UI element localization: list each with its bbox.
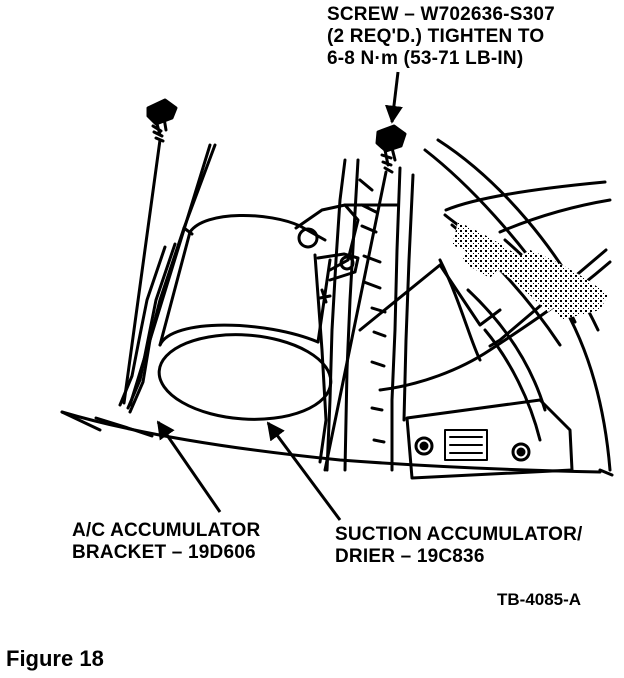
drier-leader-arrow xyxy=(266,421,342,521)
support-members xyxy=(313,158,415,472)
screw-callout: SCREW – W702636-S307 (2 REQ'D.) TIGHTEN … xyxy=(327,4,555,70)
fan-motor-hatch xyxy=(452,222,608,320)
drier-callout-line-2: DRIER – 19C836 xyxy=(335,546,485,567)
bracket-callout-line-1: A/C ACCUMULATOR xyxy=(72,520,261,541)
figure-code: TB-4085-A xyxy=(497,590,582,609)
screw-callout-line-3: 6-8 N·m (53-71 LB-IN) xyxy=(327,48,524,69)
bracket-callout: A/C ACCUMULATOR BRACKET – 19D606 xyxy=(72,520,260,564)
vehicle-body-outline xyxy=(60,410,614,477)
screw-callout-line-2: (2 REQ'D.) TIGHTEN TO xyxy=(327,26,545,47)
panel-edge xyxy=(128,143,212,407)
bracket-leader-arrow xyxy=(156,420,222,513)
screw-leader-arrow xyxy=(384,71,403,124)
left-screw xyxy=(122,98,178,405)
figure-caption: Figure 18 xyxy=(6,646,104,671)
connector-block xyxy=(405,398,574,480)
drier-callout: SUCTION ACCUMULATOR/ DRIER – 19C836 xyxy=(335,524,582,568)
screw-callout-line-1: SCREW – W702636-S307 xyxy=(327,4,555,25)
drier-callout-line-1: SUCTION ACCUMULATOR/ xyxy=(335,524,583,545)
mounting-flange xyxy=(294,203,360,304)
bracket-callout-line-2: BRACKET – 19D606 xyxy=(72,542,256,563)
right-screw xyxy=(323,124,407,472)
